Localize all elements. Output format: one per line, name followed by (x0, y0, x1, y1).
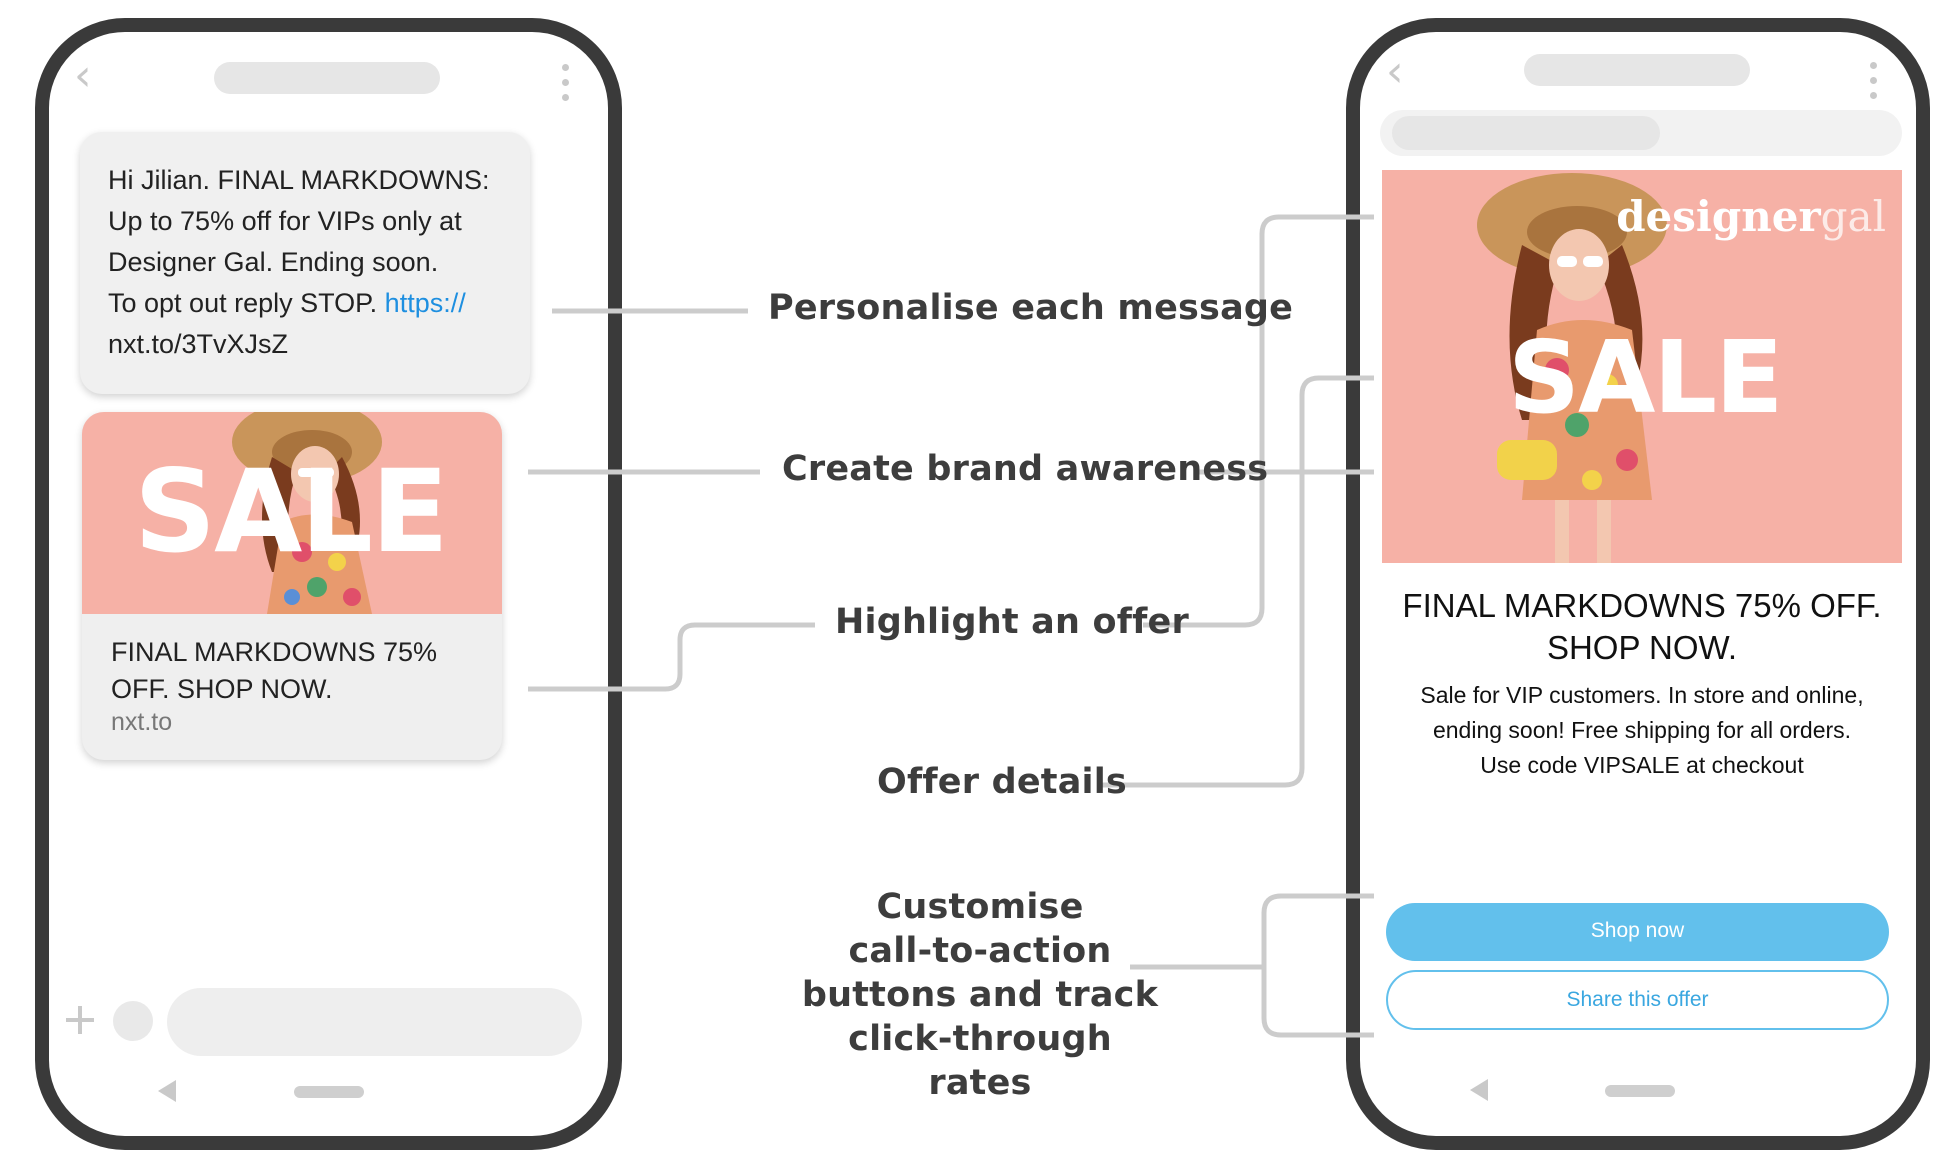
sms-line-3: Designer Gal. Ending soon. (108, 247, 439, 277)
back-chevron-icon[interactable]: ‹ (74, 50, 92, 101)
sms-link-end[interactable]: nxt.to/3TvXJsZ (108, 329, 289, 359)
shop-now-button[interactable]: Shop now (1386, 903, 1889, 961)
more-vertical-icon[interactable] (1870, 62, 1878, 107)
nav-home-bar[interactable] (294, 1086, 364, 1098)
rich-card-left[interactable]: SALE FINAL MARKDOWNS 75% OFF. SHOP NOW. … (82, 412, 502, 760)
emoji-icon[interactable] (113, 1001, 153, 1041)
model-illustration (1477, 173, 1667, 563)
rich-card-left-title: FINAL MARKDOWNS 75% OFF. SHOP NOW. (111, 637, 438, 704)
share-offer-button[interactable]: Share this offer (1386, 970, 1889, 1030)
plus-icon[interactable] (66, 1006, 94, 1034)
connector-offer-right (1143, 214, 1374, 628)
left-header-bar (214, 62, 440, 94)
label-offer-details: Offer details (877, 762, 1127, 802)
rich-card-right-title: FINAL MARKDOWNS 75% OFF. SHOP NOW. (1402, 587, 1882, 666)
model-illustration (232, 412, 382, 614)
sale-banner-image: SALE (82, 412, 502, 614)
nav-back-triangle-icon[interactable] (1470, 1079, 1488, 1101)
sms-optout: To opt out reply STOP. (108, 288, 378, 318)
sms-message-bubble: Hi Jilian. FINAL MARKDOWNS: Up to 75% of… (80, 132, 530, 394)
nav-back-triangle-icon[interactable] (158, 1080, 176, 1102)
sms-line-2: Up to 75% off for VIPs only at (108, 206, 462, 236)
rich-card-left-domain: nxt.to (111, 708, 173, 736)
sms-line-1: Hi Jilian. FINAL MARKDOWNS: (108, 165, 490, 195)
rich-card-right-description: Sale for VIP customers. In store and onl… (1420, 682, 1864, 778)
more-vertical-icon[interactable] (562, 64, 570, 109)
nav-home-bar[interactable] (1605, 1085, 1675, 1097)
sale-banner-text: SALE (134, 445, 449, 578)
connector-cta-bracket (1261, 893, 1374, 1038)
message-input-bar[interactable] (167, 988, 582, 1056)
connector-details (1100, 375, 1374, 788)
label-personalise: Personalise each message (768, 288, 1294, 328)
designergal-logo: designergal (1616, 192, 1886, 241)
sale-banner-text: SALE (1508, 319, 1783, 436)
back-chevron-icon[interactable]: ‹ (1386, 46, 1404, 97)
label-brand-awareness: Create brand awareness (782, 449, 1269, 489)
sms-link-start[interactable]: https:// (384, 288, 466, 318)
label-highlight-offer: Highlight an offer (835, 602, 1189, 642)
label-customise-cta: Customise call-to-action buttons and tra… (801, 887, 1159, 1103)
connector-offer-left (528, 622, 815, 692)
sms-line-4: To opt out reply STOP. https:// (108, 283, 502, 324)
rich-card-right-image: SALE designergal (1382, 170, 1902, 563)
right-subheader-pill (1392, 116, 1660, 150)
right-header-bar (1524, 54, 1750, 86)
